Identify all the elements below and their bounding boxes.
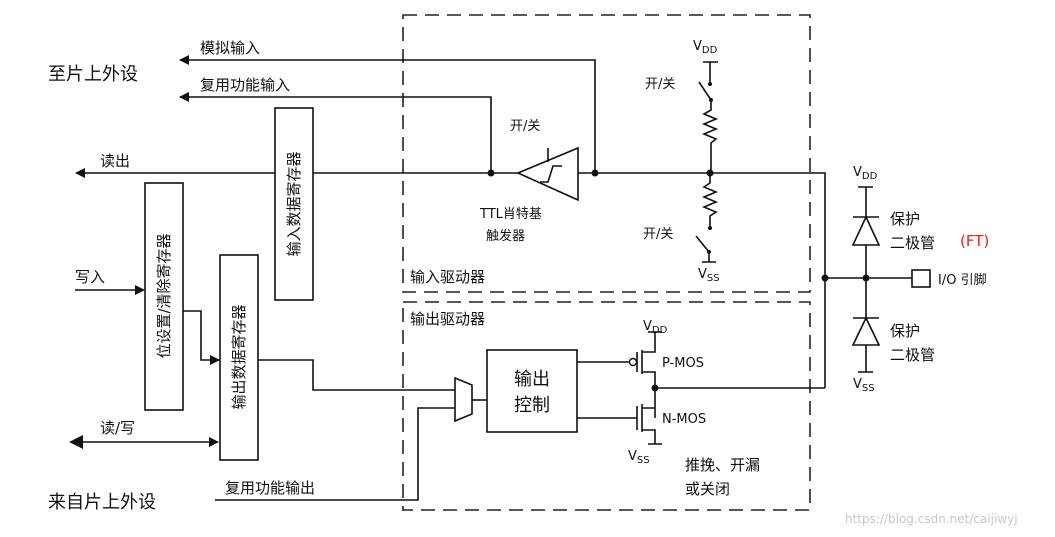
junction bbox=[487, 169, 495, 177]
schmitt-switch-label: 开/关 bbox=[510, 119, 540, 134]
bit-set-reset-register bbox=[144, 182, 184, 411]
output-data-line bbox=[258, 359, 455, 391]
output-driver-label: 输出驱动器 bbox=[410, 310, 485, 328]
pmos-vdd-label: VDD bbox=[643, 319, 668, 336]
output-driver-box bbox=[402, 301, 811, 511]
multiplexer bbox=[454, 376, 473, 423]
output-mode-label-1: 推挽、开漏 bbox=[685, 456, 760, 474]
output-control-label-2: 控制 bbox=[514, 395, 550, 416]
pmos-label: P-MOS bbox=[662, 356, 704, 371]
alt-func-input-label: 复用功能输入 bbox=[200, 76, 290, 94]
output-data-register bbox=[219, 254, 259, 461]
output-data-register-label: 输出数据寄存器 bbox=[230, 304, 248, 409]
input-data-register bbox=[274, 107, 314, 301]
io-pin-label: I/O 引脚 bbox=[938, 272, 987, 288]
diode-vss-label: VSS bbox=[853, 377, 875, 394]
input-data-register-label: 输入数据寄存器 bbox=[285, 151, 303, 256]
pmos-transistor bbox=[577, 331, 662, 418]
input-driver-box bbox=[402, 14, 811, 293]
schmitt-label-2: 触发器 bbox=[486, 228, 525, 244]
lower-diode-label-2: 二极管 bbox=[890, 346, 935, 364]
pulldown-resistor-switch bbox=[695, 173, 719, 263]
diode-vdd-label: VDD bbox=[853, 165, 878, 182]
write-in-label: 写入 bbox=[75, 268, 105, 286]
junction bbox=[862, 274, 870, 282]
lower-protection-diode bbox=[851, 278, 881, 373]
analog-input-label: 模拟输入 bbox=[200, 39, 260, 57]
io-pin-icon bbox=[911, 269, 931, 288]
output-mode-label-2: 或关闭 bbox=[685, 480, 730, 498]
alt-func-input-arrow bbox=[179, 92, 492, 173]
schmitt-label-1: TTL肖特基 bbox=[479, 207, 542, 222]
analog-input-arrow bbox=[179, 55, 596, 173]
read-write-label: 读/写 bbox=[100, 419, 135, 437]
schmitt-trigger bbox=[515, 146, 579, 202]
junction bbox=[651, 384, 659, 392]
watermark: https://blog.csdn.net/caijiwyj bbox=[845, 512, 1018, 526]
alt-func-output-label: 复用功能输出 bbox=[225, 479, 315, 497]
alt-func-output-line bbox=[215, 407, 455, 501]
ft-label: (FT) bbox=[960, 232, 989, 250]
upper-protection-diode bbox=[851, 186, 881, 278]
pulldown-vss-label: VSS bbox=[698, 267, 720, 284]
junction bbox=[591, 169, 599, 177]
upper-diode-label-2: 二极管 bbox=[890, 234, 935, 252]
output-control-label-1: 输出 bbox=[514, 369, 550, 390]
nmos-transistor bbox=[577, 404, 662, 445]
input-bus-line bbox=[578, 172, 826, 388]
pulldown-switch-label: 开/关 bbox=[643, 227, 673, 242]
pullup-resistor-switch bbox=[698, 61, 719, 173]
lower-diode-label-1: 保护 bbox=[890, 322, 920, 340]
read-out-label: 读出 bbox=[100, 152, 130, 170]
to-peripheral-label: 至片上外设 bbox=[48, 64, 138, 85]
nmos-label: N-MOS bbox=[662, 412, 706, 427]
input-driver-label: 输入驱动器 bbox=[410, 268, 485, 286]
nmos-vss-label: VSS bbox=[628, 449, 650, 466]
bit-set-reset-register-label: 位设置/清除寄存器 bbox=[155, 233, 173, 358]
pullup-vdd-label: VDD bbox=[693, 39, 718, 56]
set-reset-to-output-arrow bbox=[183, 310, 220, 365]
pullup-switch-label: 开/关 bbox=[645, 77, 675, 92]
from-peripheral-label: 来自片上外设 bbox=[48, 492, 156, 513]
output-control-box bbox=[486, 349, 578, 433]
junction bbox=[821, 274, 829, 282]
upper-diode-label-1: 保护 bbox=[890, 210, 920, 228]
